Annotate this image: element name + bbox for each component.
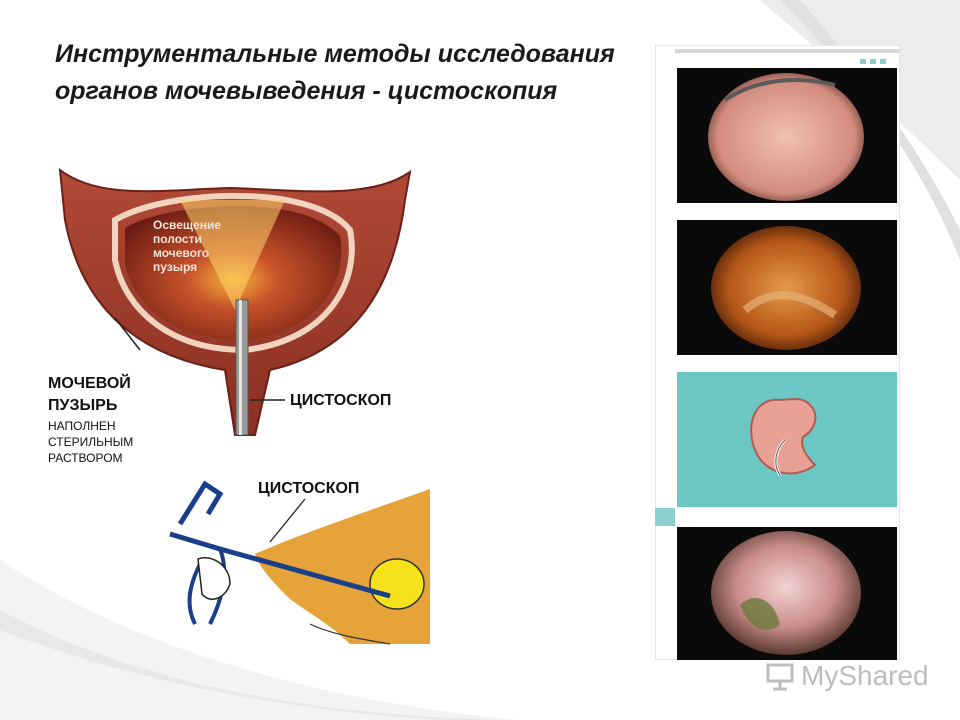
slide-title: Инструментальные методы исследования орг… [55,40,615,105]
illumination-label: Освещение полости мочевого пузыря [153,218,221,274]
cystoscopy-procedure-illustration [169,480,430,645]
cystoscope-label-top: ЦИСТОСКОП [290,392,392,409]
bladder-sublabel-2: СТЕРИЛЬНЫМ [48,435,134,449]
myshared-watermark: MyShared [765,656,929,696]
bladder-cross-section-illustration [58,167,412,436]
endoscopy-image-panel [655,45,900,660]
cystoscope-label-bottom: ЦИСТОСКОП [258,480,360,497]
presentation-icon [766,663,794,691]
bladder-label: МОЧЕВОЙ ПУЗЫРЬ [48,375,131,414]
bladder-sublabel-1: НАПОЛНЕН [48,419,116,433]
watermark-brand: MyShared [801,660,929,691]
bladder-sublabel-3: РАСТВОРОМ [48,451,123,465]
